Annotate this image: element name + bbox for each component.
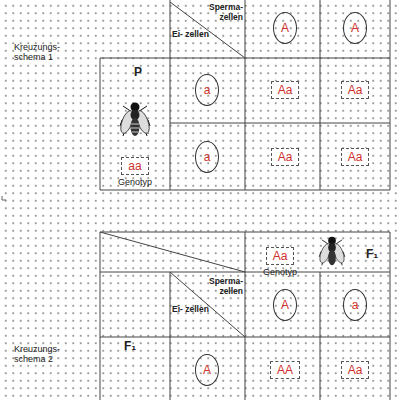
gamete-circle: a (343, 289, 367, 321)
fly-illustration (318, 237, 347, 265)
scheme-label: Kreuzungs- schema 2 (14, 344, 84, 365)
gamete-circle: A (273, 12, 297, 44)
generation-label: P (128, 66, 148, 80)
header-label: Ei- zellen (172, 305, 212, 315)
allele-label: A (273, 289, 297, 321)
allele-label: A (273, 12, 297, 44)
caption: Genotyp (118, 177, 152, 187)
genotype-box: Aa (341, 361, 370, 379)
genotype-label: Aa (341, 361, 370, 379)
genotype-box: Aa (341, 148, 370, 166)
genotype-box: Aa (271, 148, 300, 166)
fly-illustration (118, 103, 152, 137)
allele-label: A (195, 354, 219, 386)
genotype-box: Aa (341, 81, 370, 99)
genotype-box: Aa (271, 81, 300, 99)
genotype-label: Aa (271, 148, 300, 166)
allele-label: A (343, 12, 367, 44)
allele-label: a (195, 141, 219, 173)
genotype-box: aaGenotyp (118, 157, 152, 187)
header-label: Sperma- zellen (203, 3, 243, 23)
header-label: Ei- zellen (172, 30, 212, 40)
genotype-box: AaGenotyp (263, 247, 297, 277)
gamete-circle: A (343, 12, 367, 44)
genotype-label: Aa (341, 81, 370, 99)
scheme-label: Kreuzungs- schema 1 (14, 42, 84, 63)
gamete-circle: a (195, 141, 219, 173)
genotype-box: AA (270, 361, 300, 379)
header-label: Sperma- zellen (203, 277, 243, 297)
genotype-label: Aa (271, 81, 300, 99)
caption: Genotyp (263, 267, 297, 277)
genotype-label: Aa (341, 148, 370, 166)
gamete-circle: A (195, 354, 219, 386)
generation-label: F₁ (124, 340, 146, 354)
genotype-label: Aa (266, 247, 295, 265)
gamete-circle: A (273, 289, 297, 321)
allele-label: a (343, 289, 367, 321)
generation-label: F₁ (366, 248, 388, 262)
gamete-circle: a (195, 74, 219, 106)
genotype-label: aa (121, 157, 148, 175)
allele-label: a (195, 74, 219, 106)
genotype-label: AA (270, 361, 300, 379)
